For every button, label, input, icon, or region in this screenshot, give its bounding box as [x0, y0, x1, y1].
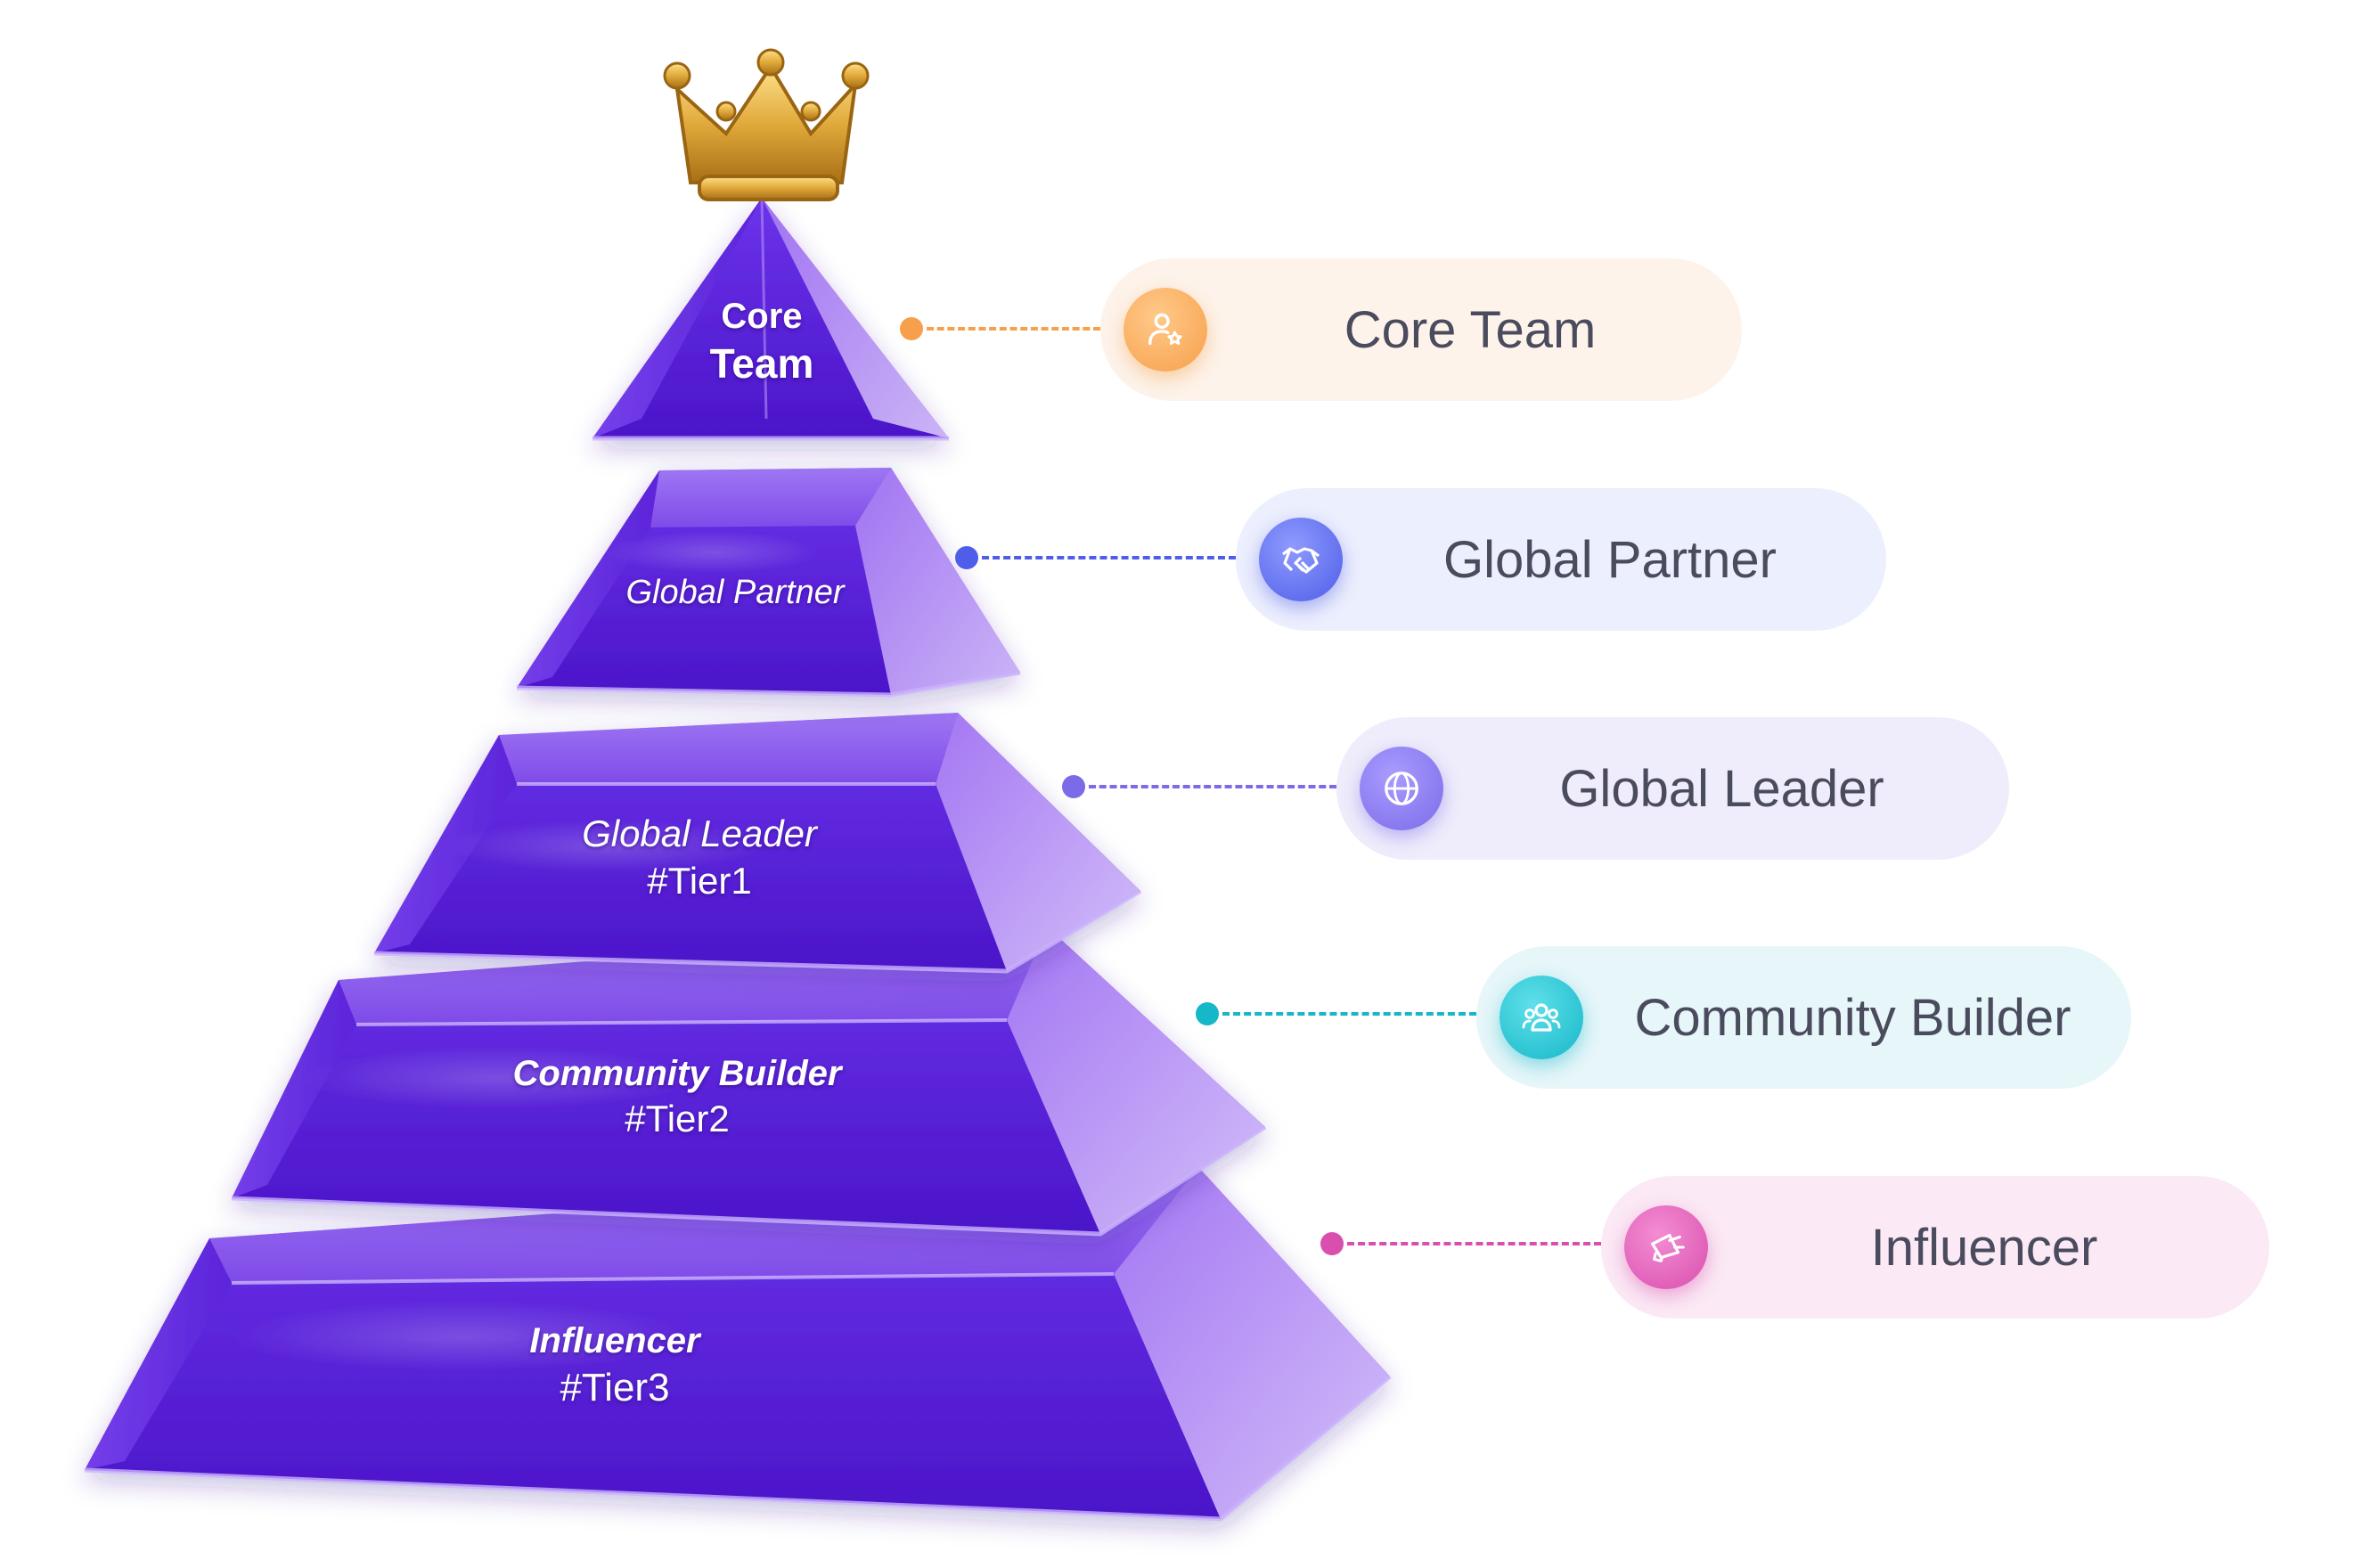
legend-pill-global-partner: Global Partner: [1236, 488, 1886, 631]
connector-line-community-builder: [1222, 1012, 1476, 1016]
legend-pill-community-builder: Community Builder: [1476, 946, 2131, 1089]
connector-dot-core-team: [900, 317, 923, 340]
globe-icon: [1385, 772, 1418, 805]
tier-label-line: Global Partner: [625, 574, 845, 611]
tier-label-community-builder: Community Builder #Tier2: [481, 1051, 873, 1143]
tier-label-global-partner: Global Partner: [588, 572, 882, 615]
tier-label-line: Core: [721, 297, 803, 336]
crown-icon: [663, 48, 870, 201]
tier-core-team-block: [592, 197, 949, 441]
handshake-icon: [1282, 547, 1320, 574]
connector-line-global-leader: [1089, 785, 1336, 788]
tier-label-influencer: Influencer #Tier3: [481, 1319, 748, 1412]
legend-pill-global-leader: Global Leader: [1336, 717, 2009, 860]
icon-badge: [1500, 976, 1583, 1059]
legend-label: Influencer: [1870, 1218, 2098, 1277]
icon-badge: [1624, 1205, 1708, 1289]
icon-badge: [1259, 518, 1343, 601]
connector-dot-influencer: [1320, 1232, 1344, 1255]
legend-label: Community Builder: [1634, 988, 2072, 1047]
connector-line-global-partner: [982, 556, 1236, 559]
tier-influencer-block: [84, 1167, 1392, 1522]
icon-badge: [1124, 288, 1207, 372]
user-star-icon: [1148, 313, 1182, 346]
connector-dot-global-partner: [955, 546, 978, 569]
legend-pill-core-team: Core Team: [1100, 258, 1742, 401]
tier-global-leader-block: [373, 713, 1142, 974]
legend-label: Core Team: [1344, 300, 1597, 359]
megaphone-icon: [1651, 1233, 1685, 1262]
connector-dot-global-leader: [1062, 775, 1085, 798]
tier-label-line: #Tier2: [625, 1098, 730, 1139]
connector-dot-community-builder: [1196, 1002, 1219, 1025]
icon-badge: [1360, 747, 1443, 830]
tier-label-core-team: Core Team: [664, 294, 860, 390]
legend-pill-influencer: Influencer: [1601, 1176, 2269, 1319]
tier-label-line: #Tier3: [560, 1366, 670, 1409]
connector-line-core-team: [927, 327, 1100, 331]
legend-label: Global Partner: [1443, 530, 1777, 589]
tier-label-global-leader: Global Leader #Tier1: [552, 811, 846, 904]
legend-label: Global Leader: [1559, 759, 1884, 818]
tier-label-line: Team: [709, 340, 814, 387]
tier-label-line: Global Leader: [582, 813, 817, 854]
tier-label-line: Community Builder: [512, 1054, 842, 1093]
users-icon: [1522, 1003, 1561, 1032]
tier-global-partner-block: [516, 468, 1021, 698]
tier-label-line: Influencer: [529, 1321, 700, 1360]
tier-label-line: #Tier1: [647, 859, 752, 902]
connector-line-influencer: [1347, 1242, 1601, 1245]
